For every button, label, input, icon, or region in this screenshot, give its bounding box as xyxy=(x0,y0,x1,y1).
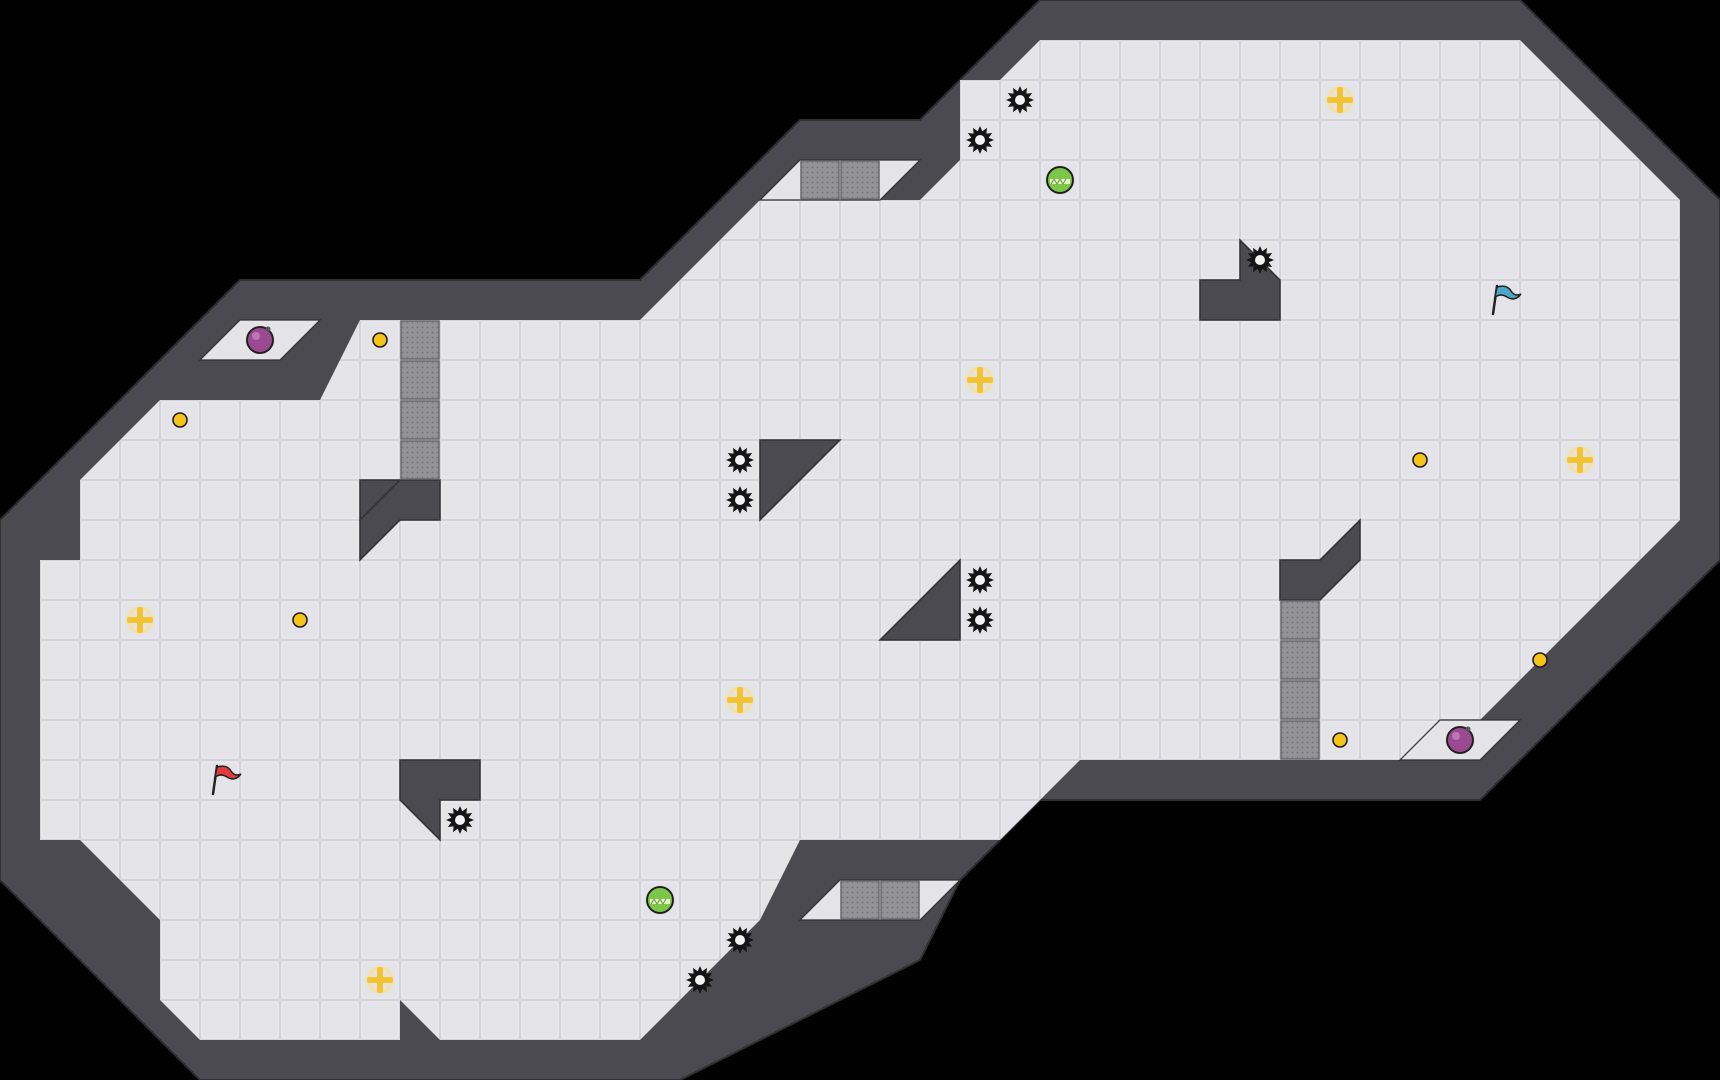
spike-ball-icon xyxy=(446,806,474,834)
spike-ball-icon xyxy=(726,486,754,514)
gold-coin-icon xyxy=(1332,732,1348,748)
plus-cross-icon xyxy=(126,606,154,634)
spike-ball-icon xyxy=(966,566,994,594)
l-block-lower-left xyxy=(399,759,481,842)
red-flag-icon xyxy=(211,764,242,796)
metal-crate-icon xyxy=(400,400,440,440)
metal-crate-icon xyxy=(400,320,440,360)
purple-orb-icon xyxy=(1446,726,1474,754)
slope-right xyxy=(1279,518,1361,601)
plus-cross-icon xyxy=(1566,446,1594,474)
metal-crate-icon xyxy=(800,160,840,200)
spike-ball-icon xyxy=(1246,246,1274,274)
plus-cross-icon xyxy=(726,686,754,714)
plus-cross-icon xyxy=(966,366,994,394)
gold-coin-icon xyxy=(1412,452,1428,468)
alcove-bottom-center xyxy=(798,879,962,921)
items-group xyxy=(126,86,1594,994)
gold-coin-icon xyxy=(172,412,188,428)
green-striped-orb-icon xyxy=(646,886,674,914)
metal-crate-icon xyxy=(840,160,880,200)
spike-ball-icon xyxy=(1006,86,1034,114)
spike-ball-icon xyxy=(726,446,754,474)
spike-ball-icon xyxy=(686,966,714,994)
metal-crate-icon xyxy=(1280,640,1320,680)
purple-orb-icon xyxy=(246,326,274,354)
spike-ball-icon xyxy=(966,126,994,154)
slope-upper-left xyxy=(359,479,441,562)
alcove-top-center xyxy=(758,159,922,201)
metal-crate-icon xyxy=(880,880,920,920)
triangle-ramp-middle xyxy=(878,558,961,641)
blue-flag-icon xyxy=(1491,284,1522,316)
gold-coin-icon xyxy=(1532,652,1548,668)
metal-crate-icon xyxy=(400,440,440,480)
triangle-ramp-center xyxy=(759,439,842,522)
metal-crate-icon xyxy=(840,880,880,920)
plus-cross-icon xyxy=(366,966,394,994)
crate-group xyxy=(400,160,1320,920)
plus-cross-icon xyxy=(1326,86,1354,114)
gold-coin-icon xyxy=(372,332,388,348)
gold-coin-icon xyxy=(292,612,308,628)
green-striped-orb-icon xyxy=(1046,166,1074,194)
interior-blocks xyxy=(198,159,1522,921)
spike-ball-icon xyxy=(726,926,754,954)
metal-crate-icon xyxy=(1280,720,1320,760)
metal-crate-icon xyxy=(1280,600,1320,640)
metal-crate-icon xyxy=(400,360,440,400)
metal-crate-icon xyxy=(1280,680,1320,720)
spike-ball-icon xyxy=(966,606,994,634)
